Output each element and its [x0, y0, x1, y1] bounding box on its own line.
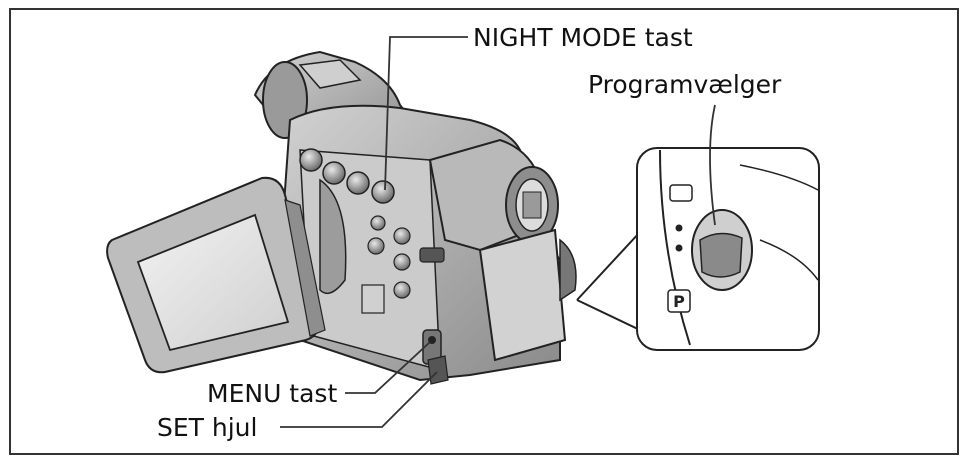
night-mode-button	[371, 180, 395, 204]
leader-night-mode	[384, 36, 468, 191]
leader-set-dial	[280, 371, 438, 428]
viewfinder	[428, 138, 559, 252]
leader-lines	[280, 36, 716, 428]
side-buttons	[367, 215, 445, 299]
program-selector-label: Programvælger	[588, 70, 782, 99]
camera-button-1	[299, 148, 323, 172]
program-mode-letter: P	[673, 292, 685, 311]
leader-menu	[345, 341, 431, 394]
set-dial-label: SET hjul	[157, 413, 258, 442]
top-buttons	[299, 148, 395, 204]
leader-program-selector	[709, 104, 716, 226]
selector-inset: P	[576, 147, 820, 351]
inset-small-button	[669, 184, 693, 202]
program-mode-marker	[667, 289, 691, 313]
camera-button-3	[346, 171, 370, 195]
camera-button-2	[322, 161, 346, 185]
lcd-panel	[106, 176, 326, 374]
night-mode-label: NIGHT MODE tast	[473, 23, 693, 52]
menu-label: MENU tast	[207, 379, 338, 408]
hand-grip	[478, 228, 577, 362]
